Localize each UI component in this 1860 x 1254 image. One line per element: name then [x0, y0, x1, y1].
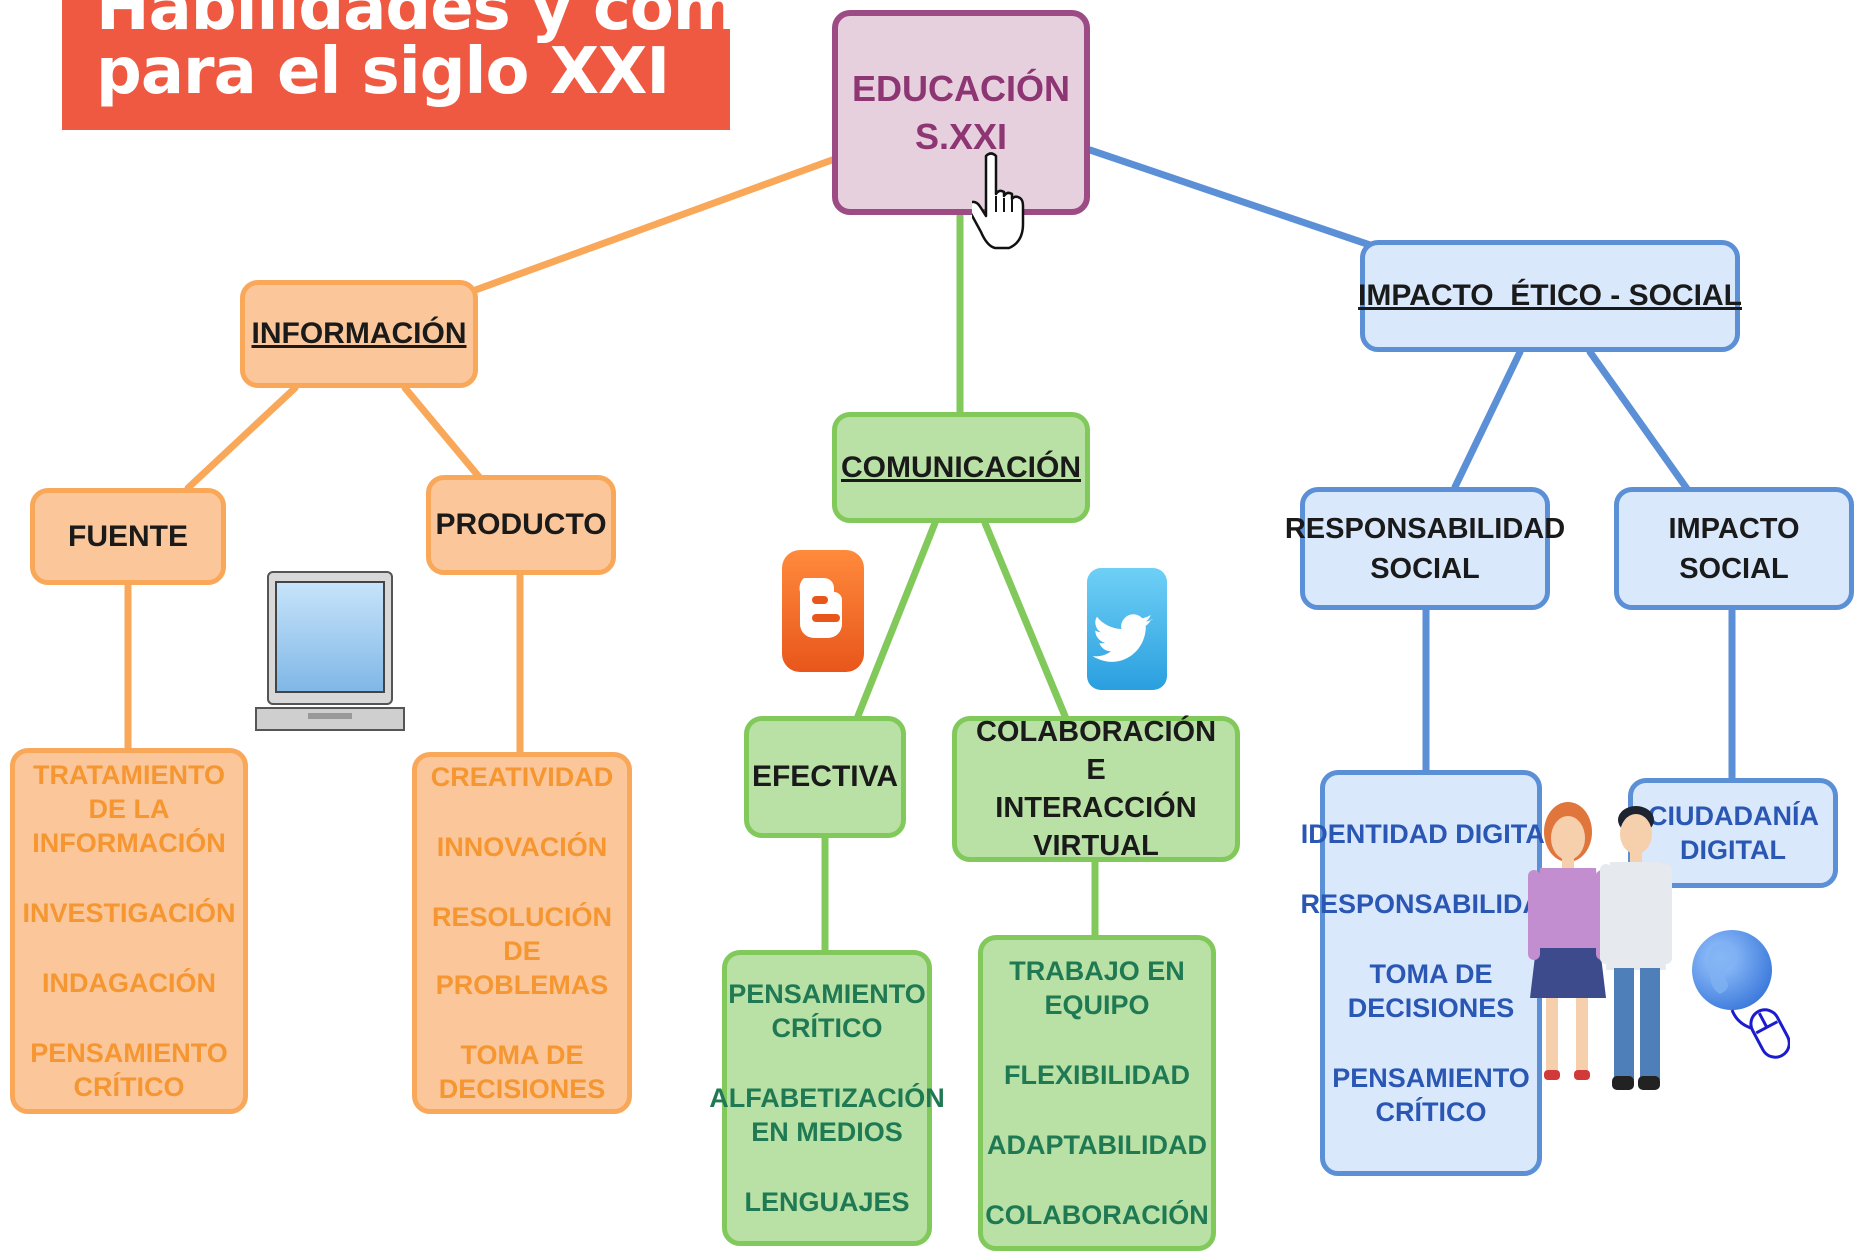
impacto-node[interactable]: IMPACTO ÉTICO - SOCIAL	[1358, 240, 1742, 352]
list-item: COLABORACIÓN	[985, 1200, 1209, 1230]
responsabilidad-items-box: IDENTIDAD DIGITAL RESPONSABILIDAD TOMA D…	[1300, 770, 1562, 1176]
list-item: RESOLUCIÓN DE PROBLEMAS	[432, 902, 613, 1000]
list-item: TRATAMIENTO DE LA INFORMACIÓN	[32, 760, 226, 858]
list-item: INNOVACIÓN	[436, 832, 608, 862]
line-comunicacion-efectiva	[854, 519, 939, 720]
list-item: INVESTIGACIÓN	[22, 898, 236, 928]
colaboracion-node[interactable]: COLABORACIÓN E INTERACCIÓN VIRTUAL	[952, 716, 1240, 862]
efectiva-node[interactable]: EFECTIVA	[744, 716, 906, 838]
list-item: PENSAMIENTO CRÍTICO	[728, 979, 926, 1043]
banner-title-line1: Habilidades y competencias	[96, 0, 730, 45]
producto-title: PRODUCTO	[435, 508, 607, 541]
responsabilidad-line2: SOCIAL	[1370, 552, 1480, 585]
impacto-social-title: IMPACTO SOCIAL	[1668, 512, 1800, 585]
efectiva-items-box: PENSAMIENTO CRÍTICO ALFABETIZACIÓN EN ME…	[709, 950, 945, 1246]
people-icon	[1528, 802, 1672, 1090]
informacion-title: INFORMACIÓN	[251, 317, 467, 350]
line-impacto-social	[1586, 348, 1694, 497]
list-item: IDENTIDAD DIGITAL	[1300, 819, 1562, 849]
colaboracion-line3: INTERACCIÓN VIRTUAL	[995, 792, 1197, 862]
root-line2: S.XXI	[914, 115, 1008, 157]
producto-node[interactable]: PRODUCTO	[426, 475, 616, 575]
line-root-informacion	[466, 156, 836, 296]
fuente-node[interactable]: FUENTE	[30, 488, 226, 585]
responsabilidad-line1: RESPONSABILIDAD	[1284, 512, 1566, 545]
line-comunicacion-colaboracion	[981, 519, 1069, 720]
list-item: CIUDADANÍA DIGITAL	[1648, 801, 1819, 865]
list-item: CREATIVIDAD	[430, 762, 614, 792]
list-item: TOMA DE DECISIONES	[438, 1040, 606, 1104]
informacion-node[interactable]: INFORMACIÓN	[240, 280, 478, 388]
title-banner: Habilidades y competencias para el siglo…	[62, 0, 730, 130]
list-item: INDAGACIÓN	[42, 968, 216, 998]
list-item: ADAPTABILIDAD	[987, 1130, 1207, 1160]
list-item: LENGUAJES	[744, 1187, 910, 1217]
colaboracion-line2: E	[1086, 754, 1106, 786]
list-item: ALFABETIZACIÓN EN MEDIOS	[709, 1083, 945, 1147]
line-impacto-responsabilidad	[1451, 348, 1524, 491]
laptop-icon	[255, 571, 405, 731]
comunicacion-title: COMUNICACIÓN	[841, 450, 1081, 484]
list-item: TOMA DE DECISIONES	[1347, 959, 1515, 1023]
root-node[interactable]: EDUCACIÓN S.XXI	[832, 10, 1090, 215]
list-item: TRABAJO EN EQUIPO	[1009, 956, 1185, 1020]
fuente-title: FUENTE	[68, 519, 188, 553]
comunicacion-node[interactable]: COMUNICACIÓN	[832, 412, 1090, 523]
producto-items-box: CREATIVIDAD INNOVACIÓN RESOLUCIÓN DE PRO…	[412, 752, 632, 1114]
colaboracion-items-box: TRABAJO EN EQUIPO FLEXIBILIDAD ADAPTABIL…	[978, 935, 1216, 1251]
hand-cursor-icon	[972, 152, 1025, 250]
fuente-items-box: TRATAMIENTO DE LA INFORMACIÓN INVESTIGAC…	[10, 748, 248, 1114]
root-line1: EDUCACIÓN	[851, 67, 1070, 109]
line-informacion-producto	[401, 384, 484, 482]
banner-title-line2: para el siglo XXI	[96, 35, 670, 109]
colaboracion-line1: COLABORACIÓN	[975, 716, 1217, 748]
list-item: FLEXIBILIDAD	[1004, 1060, 1190, 1090]
list-item: PENSAMIENTO CRÍTICO	[1332, 1063, 1530, 1127]
line-root-impacto	[1086, 146, 1374, 249]
impacto-social-node[interactable]: IMPACTO SOCIAL	[1614, 487, 1854, 610]
line-informacion-fuente	[184, 384, 299, 492]
blogger-icon	[782, 550, 864, 672]
list-item: RESPONSABILIDAD	[1300, 889, 1562, 919]
impacto-title: IMPACTO ÉTICO - SOCIAL	[1358, 279, 1742, 312]
efectiva-title: EFECTIVA	[751, 760, 899, 793]
twitter-icon	[1087, 568, 1167, 690]
globe-mouse-icon	[1692, 930, 1790, 1059]
list-item: PENSAMIENTO CRÍTICO	[30, 1038, 228, 1102]
responsabilidad-node[interactable]: RESPONSABILIDAD SOCIAL	[1285, 487, 1565, 610]
